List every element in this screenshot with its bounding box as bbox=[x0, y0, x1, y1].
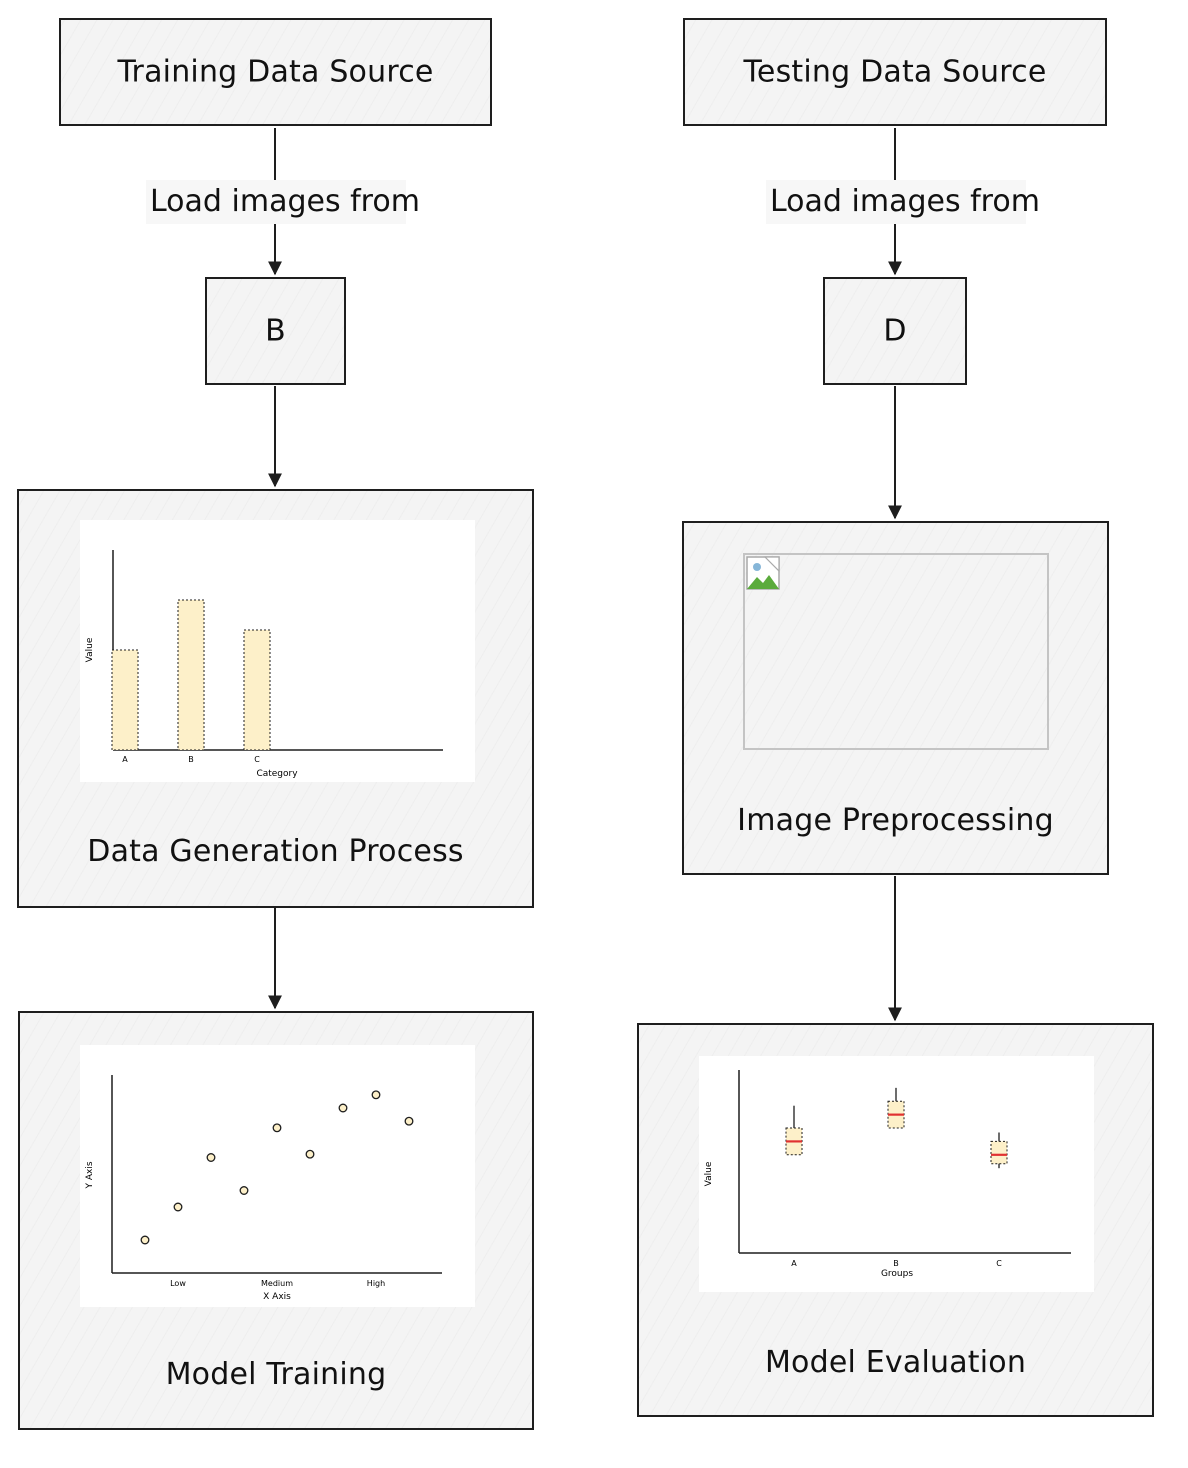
scatter-point-9 bbox=[404, 1116, 414, 1126]
scatter-point-4 bbox=[239, 1186, 249, 1195]
bar-chart: A B C Category Value bbox=[85, 550, 443, 779]
testing-data-source-label: Testing Data Source bbox=[743, 54, 1047, 90]
data-generation-node[interactable]: A B C Category Value Data Generation Proce… bbox=[17, 489, 534, 908]
scatter-point-2 bbox=[173, 1202, 183, 1212]
bar-a bbox=[111, 649, 139, 751]
training-data-source-node[interactable]: Training Data Source bbox=[59, 18, 492, 126]
box-chart-xlabel: Groups bbox=[881, 1269, 913, 1279]
box-tick-c: C bbox=[996, 1259, 1002, 1268]
bar-c bbox=[243, 629, 271, 751]
box-chart-panel: A B C Groups Value bbox=[699, 1056, 1094, 1292]
model-training-node[interactable]: Low Medium High X Axis Y Axis Model Traini… bbox=[18, 1011, 534, 1430]
d-node[interactable]: D bbox=[823, 277, 967, 385]
scatter-point-3 bbox=[206, 1153, 216, 1162]
scatter-chart-panel: Low Medium High X Axis Y Axis bbox=[80, 1045, 475, 1307]
bar-chart-xlabel: Category bbox=[256, 769, 298, 779]
scatter-chart-xlabel: X Axis bbox=[263, 1292, 291, 1302]
scatter-tick-low: Low bbox=[170, 1279, 186, 1288]
bar-tick-b: B bbox=[188, 755, 194, 764]
b-node[interactable]: B bbox=[205, 277, 346, 385]
b-node-label: B bbox=[265, 313, 286, 349]
image-preprocessing-label: Image Preprocessing bbox=[737, 803, 1054, 838]
scatter-chart: Low Medium High X Axis Y Axis bbox=[85, 1075, 442, 1302]
scatter-point-8 bbox=[371, 1090, 381, 1100]
broken-image-icon bbox=[746, 556, 780, 590]
d-node-label: D bbox=[883, 313, 907, 349]
box-chart-ylabel: Value bbox=[704, 1161, 714, 1186]
scatter-point-6 bbox=[305, 1149, 315, 1159]
box-chart: A B C Groups Value bbox=[704, 1070, 1071, 1279]
box-c bbox=[990, 1140, 1008, 1165]
model-training-label: Model Training bbox=[165, 1357, 387, 1392]
scatter-tick-high: High bbox=[367, 1279, 385, 1288]
scatter-tick-medium: Medium bbox=[261, 1279, 293, 1288]
edge-label-left-load: Load images from bbox=[146, 180, 420, 224]
testing-data-source-node[interactable]: Testing Data Source bbox=[683, 18, 1107, 126]
model-evaluation-label: Model Evaluation bbox=[764, 1345, 1027, 1380]
bar-b bbox=[177, 599, 205, 751]
data-generation-label: Data Generation Process bbox=[87, 834, 464, 869]
broken-image-placeholder bbox=[743, 553, 1049, 750]
scatter-chart-ylabel: Y Axis bbox=[85, 1161, 95, 1189]
bar-tick-a: A bbox=[122, 755, 128, 764]
model-evaluation-node[interactable]: A B C Groups Value Model Evaluation bbox=[637, 1023, 1154, 1417]
edge-label-right-load: Load images from bbox=[766, 180, 1040, 224]
image-preprocessing-node[interactable]: Image Preprocessing bbox=[682, 521, 1109, 875]
scatter-point-7 bbox=[338, 1103, 348, 1113]
scatter-point-1 bbox=[140, 1235, 150, 1245]
box-tick-a: A bbox=[791, 1259, 797, 1268]
bar-tick-c: C bbox=[254, 755, 260, 764]
scatter-point-5 bbox=[272, 1123, 282, 1133]
bar-chart-panel: A B C Category Value bbox=[80, 520, 475, 782]
training-data-source-label: Training Data Source bbox=[117, 54, 434, 90]
box-tick-b: B bbox=[893, 1259, 899, 1268]
bar-chart-ylabel: Value bbox=[85, 637, 95, 662]
